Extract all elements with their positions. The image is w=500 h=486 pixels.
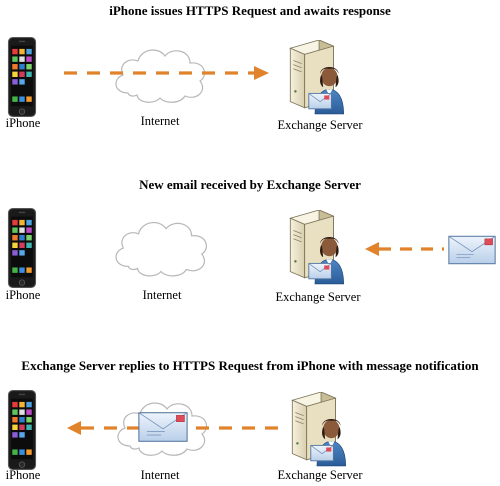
internet-label: Internet [140, 114, 180, 128]
request-arrow [64, 66, 269, 80]
exchange-server-label: Exchange Server [277, 118, 363, 132]
iphone-icon [7, 37, 37, 117]
exchange-server-icon [291, 392, 347, 467]
iphone-label: iPhone [5, 288, 41, 302]
exchange-server-label: Exchange Server [275, 290, 361, 304]
iphone-label: iPhone [5, 116, 41, 130]
iphone-icon [7, 208, 37, 288]
exchange-server-icon [289, 40, 345, 115]
new-email-envelope-icon [448, 235, 496, 265]
incoming-email-arrow [365, 242, 444, 256]
exchange-server-label: Exchange Server [277, 468, 363, 482]
internet-cloud-icon [115, 221, 208, 277]
notification-envelope-icon [138, 412, 188, 442]
iphone-label: iPhone [5, 468, 41, 482]
iphone-icon [7, 390, 37, 470]
exchange-server-icon [289, 210, 345, 285]
panel-2-title: New email received by Exchange Server [139, 177, 361, 192]
panel-1-title: iPhone issues HTTPS Request and awaits r… [109, 3, 391, 18]
panel-3-title: Exchange Server replies to HTTPS Request… [21, 358, 479, 373]
internet-label: Internet [142, 288, 182, 302]
internet-label: Internet [140, 468, 180, 482]
